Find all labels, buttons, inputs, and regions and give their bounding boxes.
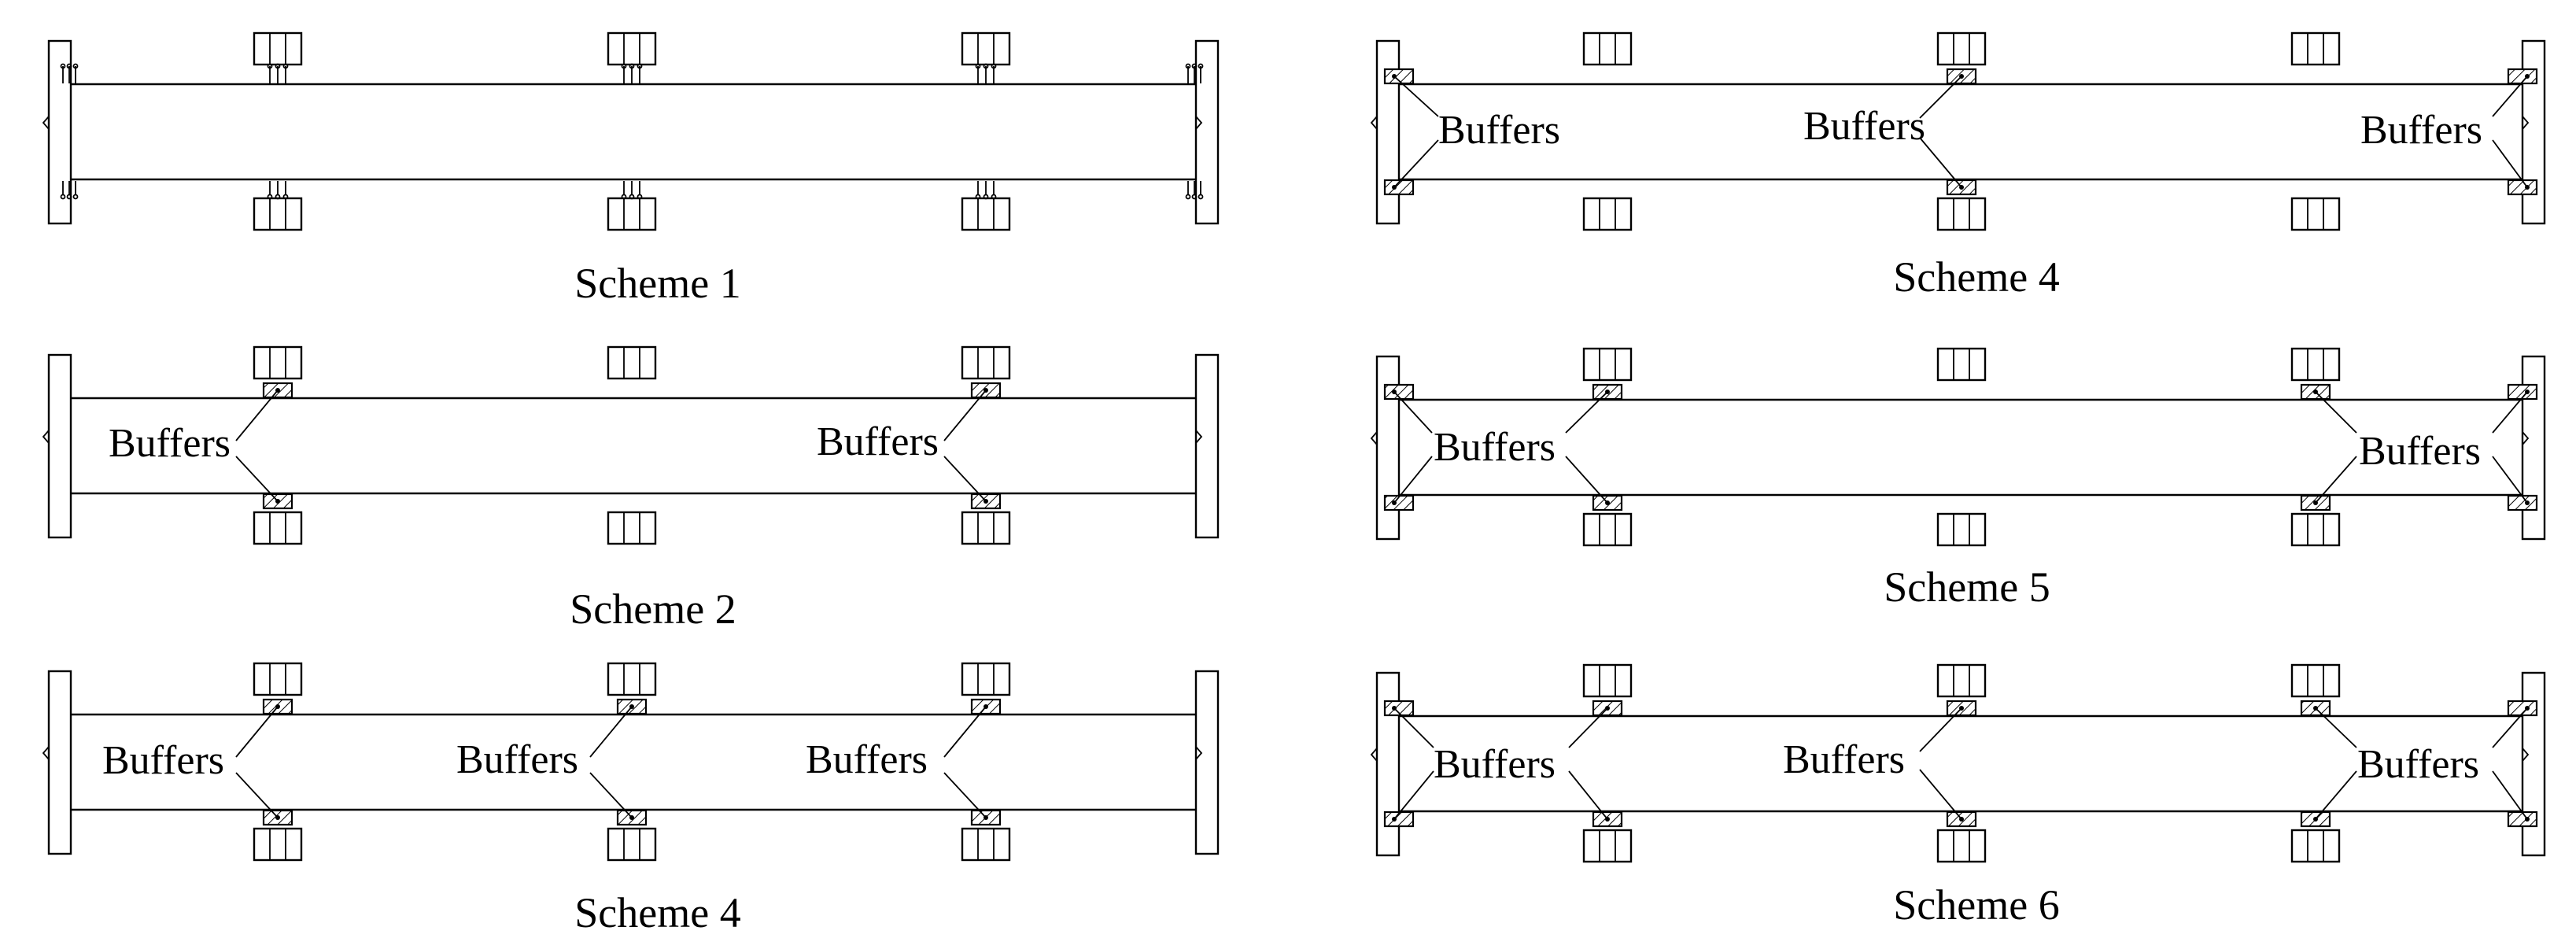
scheme-4-buffers-label-3: Buffers — [2360, 108, 2482, 153]
scheme-5-piers — [1582, 347, 2341, 547]
scheme-5-abutment-right — [2521, 355, 2546, 541]
scheme-2-buffers-label-1: Buffers — [109, 421, 231, 466]
scheme-3-abutment-right — [1194, 670, 1220, 855]
scheme-3-piers — [253, 662, 1011, 862]
scheme-6-girder — [1399, 715, 2522, 813]
scheme-1-abutment-right — [1194, 39, 1220, 225]
scheme-5-buffers-label-1: Buffers — [1434, 425, 1556, 470]
scheme-6-buffers-label-2: Buffers — [1783, 737, 1905, 782]
scheme-6-abutment-right — [2521, 671, 2546, 857]
scheme-6-buffers-label-3: Buffers — [2357, 742, 2479, 787]
scheme-2-girder — [71, 397, 1196, 495]
scheme-4-panel: Buffers Buffers Buffers Scheme 4 — [1370, 31, 2546, 301]
scheme-5-buffers-label-2: Buffers — [2359, 429, 2481, 474]
scheme-2-panel: Buffers Buffers Scheme 2 — [42, 345, 1220, 633]
scheme-4-abutment-right — [2521, 39, 2546, 225]
scheme-2-abutment-left — [42, 353, 72, 539]
scheme-4-caption: Scheme 4 — [1893, 253, 2059, 301]
scheme-3-caption: Scheme 4 — [574, 889, 740, 936]
scheme-6-piers — [1582, 663, 2341, 863]
scheme-6-caption: Scheme 6 — [1893, 881, 2059, 929]
scheme-3-abutment-left — [42, 670, 72, 855]
scheme-1-panel: Scheme 1 — [42, 31, 1220, 307]
scheme-4-buffers — [1383, 68, 2538, 196]
scheme-3-buffers — [235, 698, 1002, 826]
scheme-4-buffers-label-1: Buffers — [1438, 108, 1560, 153]
scheme-6-buffers — [1383, 700, 2538, 828]
scheme-2-piers — [253, 345, 1011, 545]
scheme-2-abutment-right — [1194, 353, 1220, 539]
scheme-6-buffers-label-1: Buffers — [1434, 742, 1556, 787]
scheme-1-bearings — [60, 63, 1204, 200]
scheme-4-buffers-label-2: Buffers — [1803, 104, 1925, 149]
scheme-5-buffers — [1383, 383, 2538, 511]
scheme-3-girder — [71, 713, 1196, 811]
scheme-2-caption: Scheme 2 — [570, 585, 736, 633]
scheme-4-piers — [1582, 31, 2341, 231]
scheme-6-abutment-left — [1370, 671, 1401, 857]
scheme-6-panel: Buffers Buffers Buffers Scheme 6 — [1370, 663, 2546, 929]
scheme-3-buffers-label-1: Buffers — [102, 738, 224, 783]
scheme-4-girder — [1399, 83, 2522, 181]
scheme-5-panel: Buffers Buffers Scheme 5 — [1370, 347, 2546, 611]
scheme-4-abutment-left — [1370, 39, 1401, 225]
scheme-3-panel: Buffers Buffers Buffers Scheme 4 — [42, 662, 1220, 936]
scheme-1-caption: Scheme 1 — [574, 260, 740, 307]
scheme-1-piers — [253, 31, 1011, 231]
scheme-5-caption: Scheme 5 — [1884, 563, 2050, 611]
scheme-2-buffers-label-2: Buffers — [817, 419, 939, 464]
scheme-3-buffers-label-2: Buffers — [456, 737, 578, 782]
scheme-5-girder — [1399, 398, 2522, 497]
scheme-2-buffers — [235, 382, 1002, 510]
scheme-3-buffers-label-3: Buffers — [806, 737, 928, 782]
scheme-1-abutment-left — [42, 39, 72, 225]
scheme-1-girder — [71, 83, 1196, 181]
scheme-5-abutment-left — [1370, 355, 1401, 541]
